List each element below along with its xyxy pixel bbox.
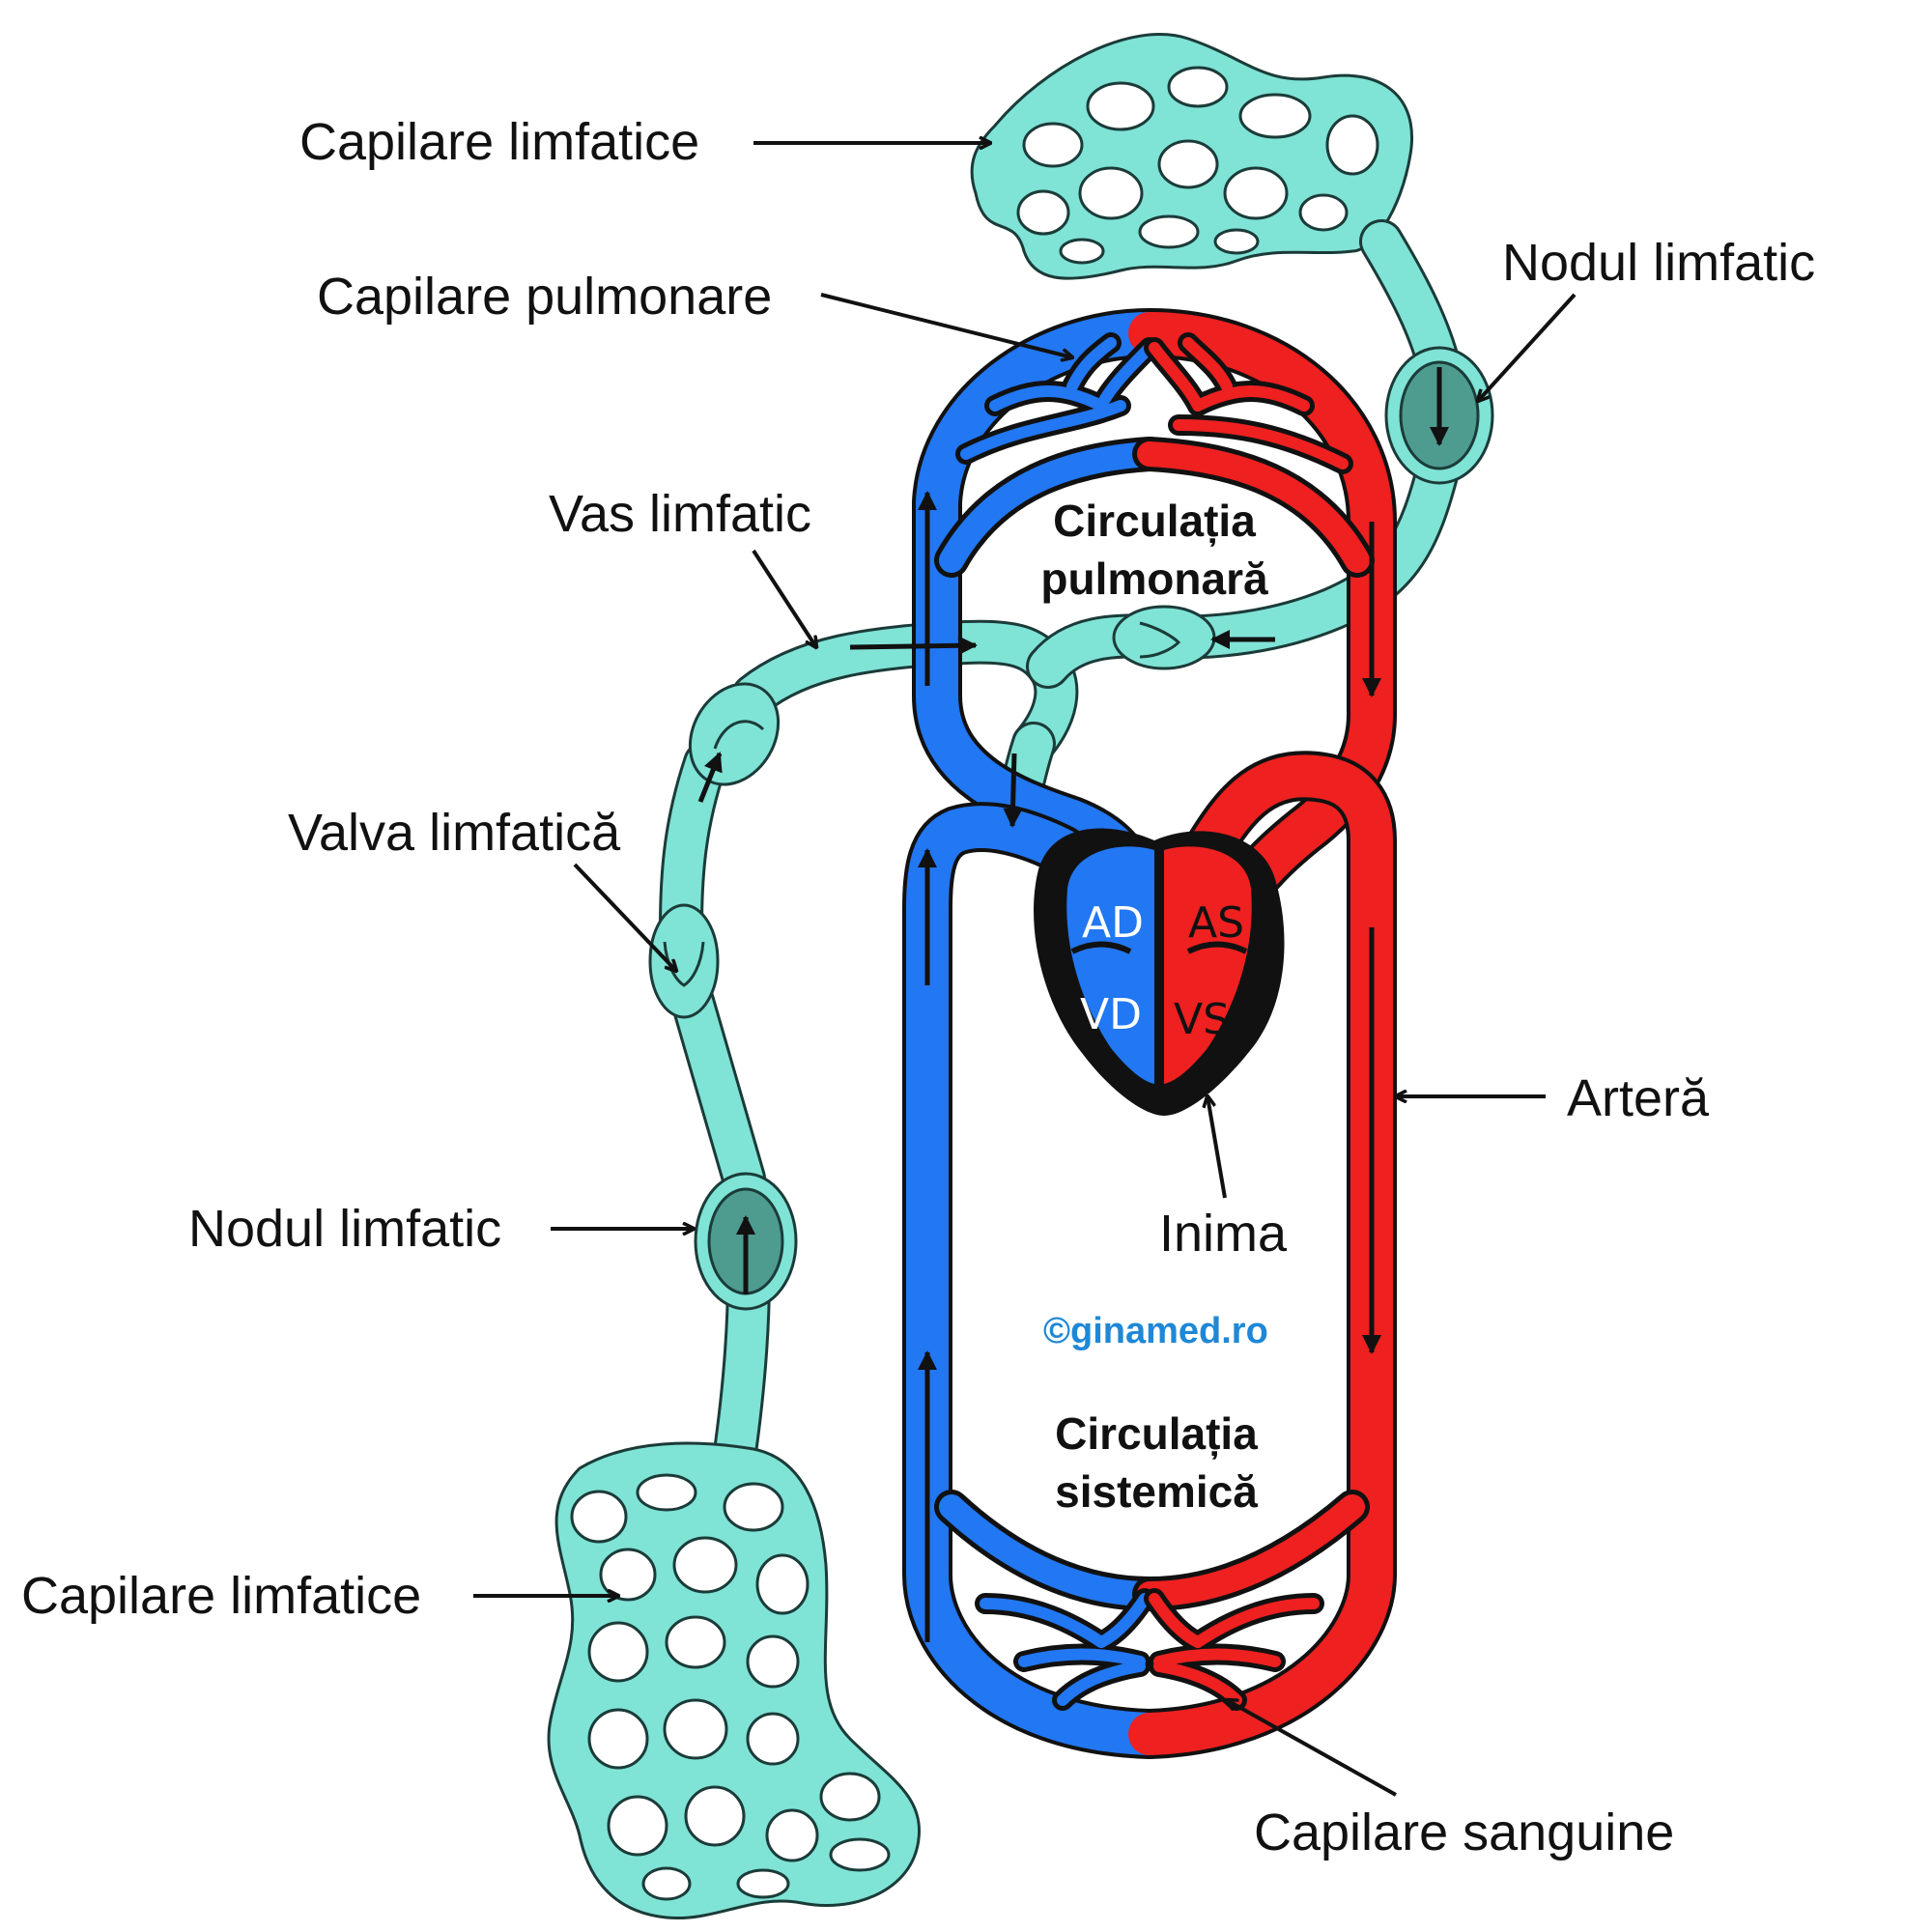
lymph-valve-left: [648, 903, 720, 1019]
systemic-loop: [902, 751, 1397, 1759]
heart: AD AS VD VS: [1034, 828, 1285, 1116]
pulmonary-loop: [912, 308, 1397, 952]
lymph-capillaries-top: [970, 33, 1413, 280]
label-inima: Inima: [1159, 1205, 1288, 1263]
heart-vs-label: VS: [1174, 995, 1230, 1044]
label-valva-limfatica: Valva limfatică: [288, 804, 621, 862]
label-nodul-limfatic-left: Nodul limfatic: [188, 1200, 501, 1258]
heart-as-label: AS: [1188, 898, 1244, 948]
lymph-valve-right: [1112, 605, 1216, 670]
label-artera: Arteră: [1567, 1069, 1710, 1127]
heart-ad-label: AD: [1082, 898, 1144, 948]
label-circulatia-sistemica-2: sistemică: [1055, 1466, 1258, 1517]
label-vas-limfatic: Vas limfatic: [549, 485, 811, 543]
label-circulatia-sistemica-1: Circulația: [1055, 1408, 1258, 1460]
label-capilare-sanguine: Capilare sanguine: [1254, 1804, 1674, 1861]
label-capilare-limfatice-top: Capilare limfatice: [299, 113, 699, 171]
label-nodul-limfatic-right: Nodul limfatic: [1502, 234, 1815, 292]
label-capilare-pulmonare: Capilare pulmonare: [317, 268, 772, 326]
label-capilare-limfatice-bottom: Capilare limfatice: [21, 1567, 421, 1625]
labels: Capilare limfatice Nodul limfatic Capila…: [21, 113, 1815, 1861]
watermark: ©ginamed.ro: [1043, 1311, 1268, 1351]
lymph-capillaries-bottom: [547, 1441, 921, 1920]
flow-arrows: [697, 367, 1449, 1642]
label-circulatia-pulmonara-1: Circulația: [1053, 496, 1256, 547]
label-circulatia-pulmonara-2: pulmonară: [1040, 554, 1268, 604]
heart-vd-label: VD: [1080, 990, 1142, 1039]
